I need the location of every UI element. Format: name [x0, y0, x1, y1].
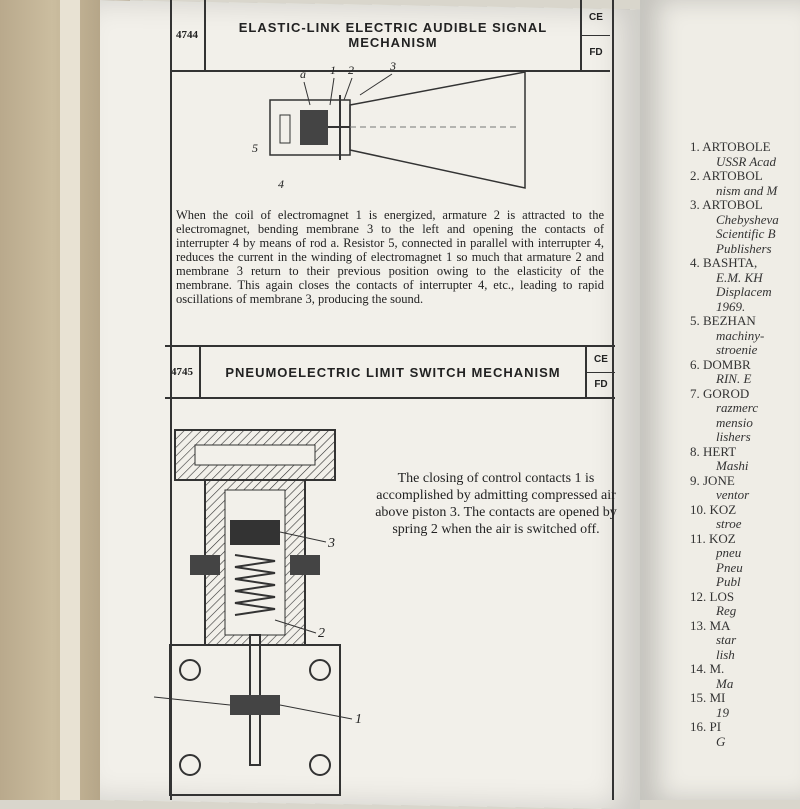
reference-item: 15. MI: [690, 691, 726, 705]
entry-4744-text: When the coil of electromagnet 1 is ener…: [176, 208, 604, 306]
entry-4745-text: The closing of control contacts 1 is acc…: [375, 471, 617, 537]
label-3: 3: [327, 536, 335, 551]
page-edges: [60, 0, 80, 800]
entry-codes: CE FD: [585, 347, 615, 397]
reference-continuation: Ma: [716, 676, 734, 691]
reference-continuation: Mashi: [716, 459, 749, 473]
reference-continuation: 1969.: [716, 299, 746, 314]
reference-item: 11. KOZ: [690, 531, 736, 546]
label-2: 2: [348, 63, 354, 77]
reference-continuation: Pneu: [716, 560, 743, 575]
reference-item: 16. PI: [690, 720, 722, 734]
reference-item: 8. HERT: [690, 444, 737, 459]
reference-continuation: machiny-: [716, 328, 765, 343]
limit-switch-diagram: 3 2 1 1: [153, 429, 362, 796]
entry-title: PNEUMOELECTRIC LIMIT SWITCH MECHANISM: [225, 364, 561, 380]
reference-item: 10. KOZ: [690, 502, 737, 517]
reference-continuation: Displacem: [716, 285, 772, 299]
label-4: 4: [278, 177, 284, 191]
page-frame: [170, 0, 614, 800]
reference-continuation: E.M. KH: [716, 270, 763, 285]
audible-signal-diagram: a 1 2 3 5 4: [252, 60, 526, 191]
label-a: a: [300, 67, 306, 81]
reference-continuation: Publishers: [716, 241, 772, 256]
label-5: 5: [252, 141, 258, 155]
reference-item: 1. ARTOBOLE: [690, 140, 771, 154]
entry-4744-header: 4744 ELASTIC-LINK ELECTRIC AUDIBLE SIGNA…: [170, 0, 610, 72]
reference-item: 2. ARTOBOL: [690, 169, 763, 183]
entry-codes: CE FD: [580, 0, 610, 70]
reference-continuation: Scientific B: [716, 227, 776, 241]
reference-item: 3. ARTOBOL: [690, 198, 763, 212]
reference-continuation: Reg: [716, 604, 737, 618]
reference-continuation: Publ: [716, 575, 741, 589]
reference-item: 6. DOMBR: [690, 357, 751, 372]
reference-item: 5. BEZHAN: [690, 314, 756, 328]
reference-item: 4. BASHTA,: [690, 256, 758, 270]
label-3: 3: [389, 60, 396, 73]
reference-continuation: mensio: [716, 415, 753, 430]
entry-4745-header: 4745 PNEUMOELECTRIC LIMIT SWITCH MECHANI…: [165, 345, 615, 399]
code-ce: CE: [582, 0, 610, 36]
reference-item: 12. LOS: [690, 589, 735, 604]
entry-number: 4744: [170, 0, 206, 70]
code-fd: FD: [589, 47, 603, 59]
code-ce: CE: [587, 347, 615, 373]
label-1: 1: [330, 63, 336, 77]
entry-title: ELASTIC-LINK ELECTRIC AUDIBLE SIGNAL MEC…: [238, 20, 548, 50]
reference-continuation: ventor: [716, 488, 750, 502]
reference-continuation: Chebysheva: [716, 212, 779, 227]
reference-continuation: lish: [716, 647, 735, 662]
reference-continuation: pneu: [716, 546, 742, 560]
label-1-right: 1: [355, 712, 362, 727]
reference-item: 14. M.: [690, 662, 725, 676]
reference-continuation: RIN. E: [716, 372, 752, 386]
reference-item: 7. GOROD: [690, 386, 750, 401]
reference-continuation: stroenie: [716, 343, 758, 357]
right-page: [640, 0, 800, 800]
reference-continuation: USSR Acad: [716, 154, 777, 169]
reference-continuation: lishers: [716, 430, 751, 444]
reference-item: 13. MA: [690, 618, 731, 633]
code-fd: FD: [594, 379, 608, 391]
label-2: 2: [318, 626, 325, 641]
reference-continuation: stroe: [716, 517, 742, 531]
entry-number: 4745: [165, 347, 201, 397]
reference-continuation: G: [716, 734, 726, 749]
reference-continuation: 19: [716, 705, 729, 720]
reference-item: 9. JONE: [690, 473, 735, 488]
reference-continuation: nism and M: [716, 183, 778, 198]
reference-continuation: razmerc: [716, 401, 759, 415]
reference-continuation: star: [716, 633, 737, 647]
